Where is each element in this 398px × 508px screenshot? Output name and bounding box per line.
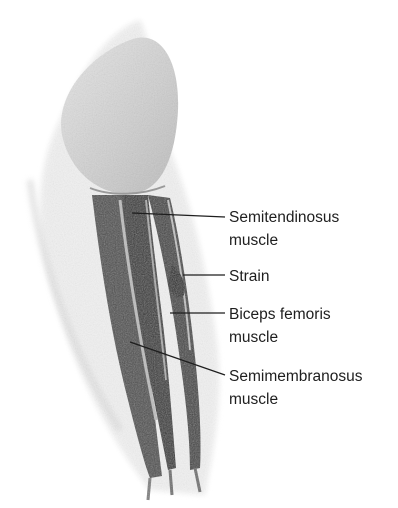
labels: Semitendinosus muscle Strain Biceps femo… [229,209,363,408]
label-semitendinosus-line2: muscle [229,232,278,249]
label-semimembranosus-line1: Semimembranosus [229,368,363,385]
label-semitendinosus-line1: Semitendinosus [229,209,340,226]
label-biceps-femoris-line1: Biceps femoris [229,306,331,323]
label-biceps-femoris-line2: muscle [229,329,278,346]
label-strain: Strain [229,268,270,285]
label-semimembranosus-line2: muscle [229,391,278,408]
